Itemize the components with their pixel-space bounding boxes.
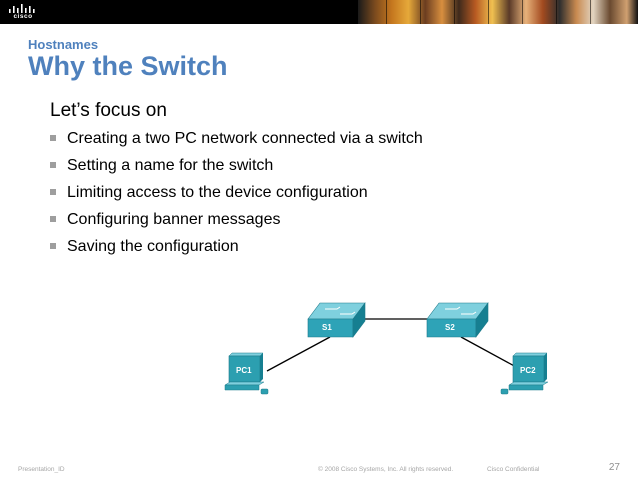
page-number: 27 [608, 462, 620, 473]
switch-s2-icon[interactable]: S2 [426, 302, 489, 338]
bullet-text: Limiting access to the device configurat… [67, 184, 368, 201]
cisco-bars-icon [9, 4, 35, 13]
bullet-text: Configuring banner messages [67, 211, 281, 228]
list-item: Limiting access to the device configurat… [48, 184, 423, 211]
bullet-text: Saving the configuration [67, 238, 239, 255]
bullet-square-icon [50, 215, 56, 222]
cisco-logo: cisco [6, 2, 40, 22]
section-label: Hostnames [28, 37, 99, 52]
list-item: Saving the configuration [48, 238, 423, 265]
pc2-icon[interactable]: PC2 [500, 352, 549, 395]
list-item: Creating a two PC network connected via … [48, 130, 423, 157]
bullet-list: Creating a two PC network connected via … [48, 130, 423, 265]
page-title: Why the Switch [28, 51, 228, 81]
switch-s1-icon[interactable]: S1 [307, 302, 366, 338]
pc1-icon[interactable]: PC1 [224, 352, 269, 395]
top-banner: cisco [0, 0, 638, 24]
link-s1-pc1 [266, 336, 331, 372]
footer-presentation-id: Presentation_ID [18, 466, 65, 473]
brand-wordmark: cisco [13, 13, 33, 20]
switch-s1-label: S1 [322, 323, 332, 332]
header-photo-strip [358, 0, 638, 24]
network-topology-diagram: S1 S2 PC1 PC2 [224, 302, 549, 395]
link-s2-pc2 [460, 336, 519, 369]
list-item: Setting a name for the switch [48, 157, 423, 184]
switch-s2-label: S2 [445, 323, 455, 332]
bullet-square-icon [50, 242, 56, 249]
footer-confidential: Cisco Confidential [487, 466, 540, 473]
pc2-label: PC2 [520, 366, 536, 375]
intro-text: Let’s focus on [50, 100, 167, 121]
bullet-text: Setting a name for the switch [67, 157, 274, 174]
bullet-square-icon [50, 188, 56, 195]
footer-copyright: © 2008 Cisco Systems, Inc. All rights re… [318, 466, 454, 473]
bullet-text: Creating a two PC network connected via … [67, 130, 423, 147]
list-item: Configuring banner messages [48, 211, 423, 238]
bullet-square-icon [50, 134, 56, 141]
pc1-label: PC1 [236, 366, 252, 375]
bullet-square-icon [50, 161, 56, 168]
